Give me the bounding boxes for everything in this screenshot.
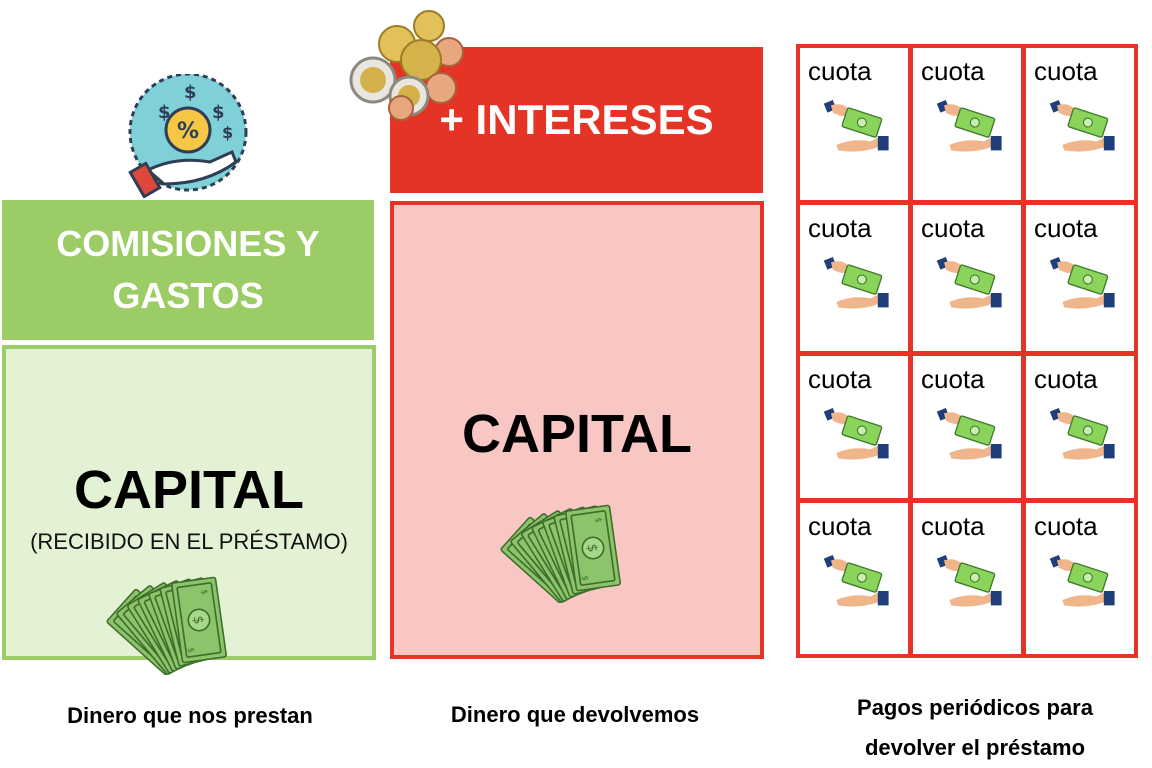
capital-returned-title: CAPITAL bbox=[462, 404, 692, 464]
svg-text:$: $ bbox=[222, 123, 233, 142]
installments-grid: cuota cuota cuota cuota cuota cuota cuota cuota… bbox=[796, 44, 1138, 658]
hand-giving-money-icon bbox=[1048, 406, 1120, 464]
interest-label: + INTERESES bbox=[439, 96, 714, 143]
interest-block: + INTERESES bbox=[390, 47, 763, 193]
hand-giving-money-icon bbox=[1048, 553, 1120, 611]
installment-label: cuota bbox=[808, 511, 872, 541]
caption-periodic-payments-line1: Pagos periódicos para bbox=[857, 695, 1093, 720]
installment-label: cuota bbox=[808, 213, 872, 243]
installment-cell: cuota bbox=[913, 503, 1021, 654]
capital-received-block: CAPITAL (RECIBIDO EN EL PRÉSTAMO) bbox=[2, 345, 376, 677]
installment-cell: cuota bbox=[800, 205, 908, 351]
installment-label: cuota bbox=[921, 213, 985, 243]
banknotes-fan-icon bbox=[498, 497, 648, 612]
caption-money-returned: Dinero que devolvemos bbox=[450, 702, 700, 727]
hand-giving-money-icon bbox=[935, 255, 1007, 313]
installment-cell: cuota bbox=[1026, 48, 1134, 200]
hand-giving-money-icon bbox=[822, 553, 894, 611]
installment-label: cuota bbox=[808, 364, 872, 394]
hand-giving-money-icon bbox=[1048, 255, 1120, 313]
installment-label: cuota bbox=[808, 56, 872, 86]
banknotes-fan-icon bbox=[104, 569, 254, 684]
svg-text:$: $ bbox=[158, 102, 171, 123]
installment-cell: cuota bbox=[1026, 356, 1134, 498]
hand-giving-money-icon bbox=[822, 98, 894, 156]
hand-giving-money-icon bbox=[935, 406, 1007, 464]
fees-label-line1: COMISIONES Y bbox=[56, 223, 320, 264]
installment-cell: cuota bbox=[800, 356, 908, 498]
hand-percent-coin-icon: % $ $ $ $ bbox=[124, 74, 252, 198]
fees-and-expenses-block: COMISIONES Y GASTOS bbox=[2, 200, 374, 340]
installment-cell: cuota bbox=[913, 356, 1021, 498]
capital-received-title: CAPITAL bbox=[74, 460, 304, 520]
installment-cell: cuota bbox=[913, 205, 1021, 351]
hand-giving-money-icon bbox=[935, 553, 1007, 611]
installment-label: cuota bbox=[921, 56, 985, 86]
installment-cell: cuota bbox=[913, 48, 1021, 200]
caption-periodic-payments-line2: devolver el préstamo bbox=[864, 735, 1086, 760]
installment-cell: cuota bbox=[1026, 205, 1134, 351]
capital-received-subtitle: (RECIBIDO EN EL PRÉSTAMO) bbox=[30, 529, 348, 554]
coins-icon bbox=[345, 8, 470, 123]
installment-label: cuota bbox=[1034, 364, 1098, 394]
svg-text:%: % bbox=[177, 119, 199, 144]
caption-periodic-payments: Pagos periódicos para devolver el présta… bbox=[800, 688, 1150, 768]
hand-giving-money-icon bbox=[935, 98, 1007, 156]
installment-label: cuota bbox=[1034, 56, 1098, 86]
caption-money-lent: Dinero que nos prestan bbox=[67, 703, 313, 728]
svg-text:$: $ bbox=[184, 82, 197, 103]
hand-giving-money-icon bbox=[822, 406, 894, 464]
installment-label: cuota bbox=[1034, 511, 1098, 541]
svg-text:$: $ bbox=[212, 102, 225, 123]
installment-cell: cuota bbox=[800, 48, 908, 200]
installment-label: cuota bbox=[921, 364, 985, 394]
installment-label: cuota bbox=[921, 511, 985, 541]
installment-label: cuota bbox=[1034, 213, 1098, 243]
fees-label-line2: GASTOS bbox=[112, 275, 264, 316]
installment-cell: cuota bbox=[1026, 503, 1134, 654]
hand-giving-money-icon bbox=[1048, 98, 1120, 156]
capital-returned-block: CAPITAL bbox=[390, 201, 764, 659]
hand-giving-money-icon bbox=[822, 255, 894, 313]
installment-cell: cuota bbox=[800, 503, 908, 654]
